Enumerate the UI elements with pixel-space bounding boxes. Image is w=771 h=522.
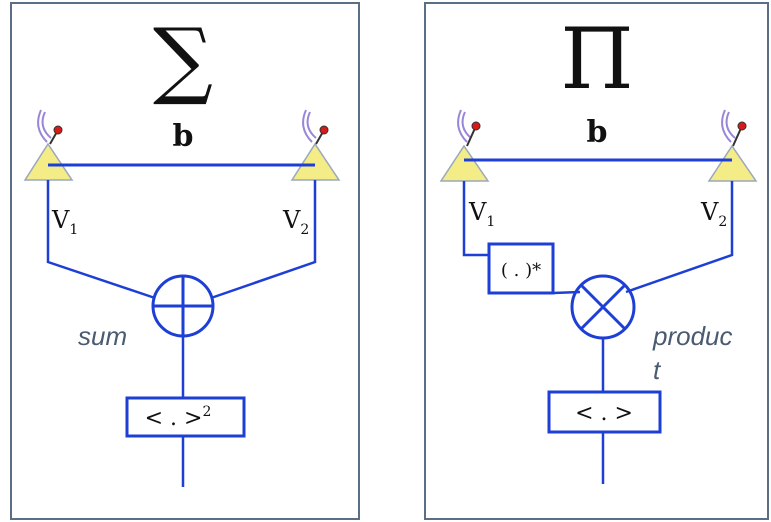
antenna-icon [439, 109, 490, 182]
baseline-label: b [587, 115, 608, 150]
v2-wire [625, 181, 734, 294]
v1-label: V1 [51, 206, 78, 238]
average-box [547, 390, 662, 434]
average-squared-box [125, 396, 246, 438]
product-label: produc t [652, 321, 740, 385]
average-label: < . > [575, 401, 633, 426]
sum-operator-icon [151, 274, 215, 338]
v2-wire [210, 180, 317, 300]
product-panel-frame [424, 2, 769, 520]
sum-panel: ∑ b V1 V2 sum [10, 2, 360, 520]
sum-symbol: ∑ [153, 10, 213, 108]
average-squared-label: < . >2 [145, 404, 212, 431]
antenna-icon [707, 109, 758, 182]
product-symbol: Π [560, 10, 633, 108]
antenna-icon [290, 109, 341, 181]
conjugate-box [487, 242, 555, 295]
product-operator-icon [570, 274, 636, 340]
v1-wire [46, 180, 156, 300]
v1-label: V1 [468, 198, 495, 230]
conjugate-label: ( . )* [501, 260, 541, 281]
v1-wire [462, 181, 489, 257]
baseline-label: b [173, 119, 194, 154]
antenna-icon [23, 109, 74, 181]
sum-panel-frame [10, 2, 360, 520]
v2-label: V2 [282, 206, 309, 238]
product-panel: Π b V1 V2 ( . )* [424, 2, 769, 520]
sum-label: sum [78, 321, 127, 351]
v2-label: V2 [700, 198, 727, 230]
